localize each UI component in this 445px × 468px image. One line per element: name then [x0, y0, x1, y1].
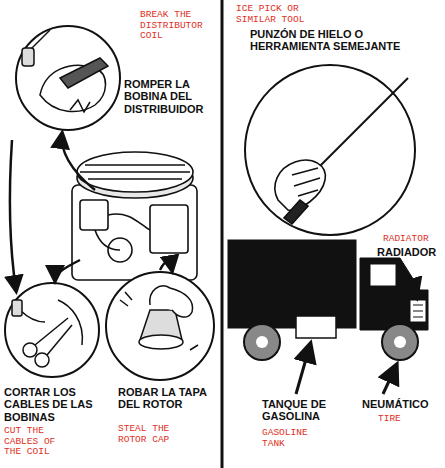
- label-english: BREAK THE DISTRIBUTOR COIL: [140, 10, 218, 42]
- label-spanish: RADIADOR: [377, 246, 441, 258]
- label-spanish: ROMPER LA BOBINA DEL DISTRIBUIDOR: [124, 78, 219, 115]
- label-spanish: CORTAR LOS CABLES DE LAS BOBINAS: [4, 386, 104, 423]
- label-english: ICE PICK OR SIMILAR TOOL: [236, 4, 336, 25]
- label-english: RADIATOR: [383, 234, 441, 245]
- label-english: CUT THE CABLES OF THE COIL: [4, 426, 66, 458]
- label-english: STEAL THE ROTOR CAP: [118, 424, 180, 445]
- label-english: TIRE: [378, 414, 428, 425]
- label-spanish: PUNZÓN DE HIELO O HERRAMIENTA SEMEJANTE: [250, 28, 410, 53]
- label-spanish: ROBAR LA TAPA DEL ROTOR: [118, 386, 218, 411]
- label-spanish: TANQUE DE GASOLINA: [262, 398, 342, 423]
- label-spanish: NEUMÁTICO: [362, 398, 440, 410]
- label-english: GASOLINE TANK: [262, 428, 322, 449]
